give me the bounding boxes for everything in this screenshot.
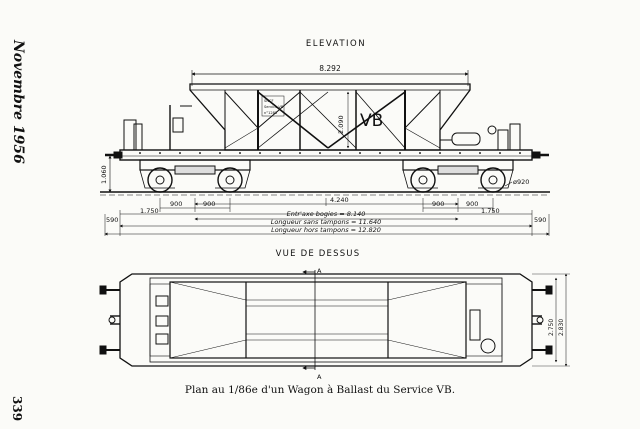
- plan-view: [99, 270, 570, 370]
- dim-width-inner: 2.750: [548, 319, 555, 336]
- dim-hors-tampons: Longueur hors tampons = 12.820: [271, 226, 381, 234]
- dim-bogie-right-a: 900: [432, 200, 444, 208]
- body-mark: VB: [360, 111, 383, 131]
- dim-sans-tampons: Longueur sans tampons = 11.640: [271, 218, 382, 226]
- elevation-view: [100, 70, 550, 236]
- dim-bogie-right-b: 900: [466, 200, 478, 208]
- dim-width-outer: 2.830: [558, 319, 565, 336]
- dim-bogie-left-b: 900: [203, 200, 215, 208]
- plan-title: VUE DE DESSUS: [276, 249, 361, 259]
- dim-axle-half: 4.240: [330, 196, 349, 204]
- dim-entraxe: Entr'axe bogies = 8.140: [287, 210, 366, 218]
- dim-rail-height: 1.060: [100, 165, 108, 184]
- dim-top-length: 8.292: [319, 64, 341, 73]
- dim-hopper-height: 2.090: [337, 115, 345, 134]
- plate-line-2: Service VB: [264, 105, 284, 109]
- dim-wheel-dia: ø920: [513, 178, 529, 186]
- dim-buffer-left: 590: [106, 216, 118, 224]
- dim-end-right: 1.750: [481, 207, 500, 215]
- dim-buffer-right: 590: [534, 216, 546, 224]
- plate-line-3: n°1283: [264, 111, 277, 115]
- section-mark-top: A: [317, 267, 322, 275]
- dim-bogie-left-a: 900: [170, 200, 182, 208]
- figure-caption: Plan au 1/86e d'un Wagon à Ballast du Se…: [184, 384, 456, 396]
- dim-end-left: 1.750: [140, 207, 159, 215]
- section-mark-bottom: A: [317, 373, 322, 381]
- plate-line-1: SNCF: [264, 99, 274, 103]
- elevation-title: ELEVATION: [306, 39, 366, 49]
